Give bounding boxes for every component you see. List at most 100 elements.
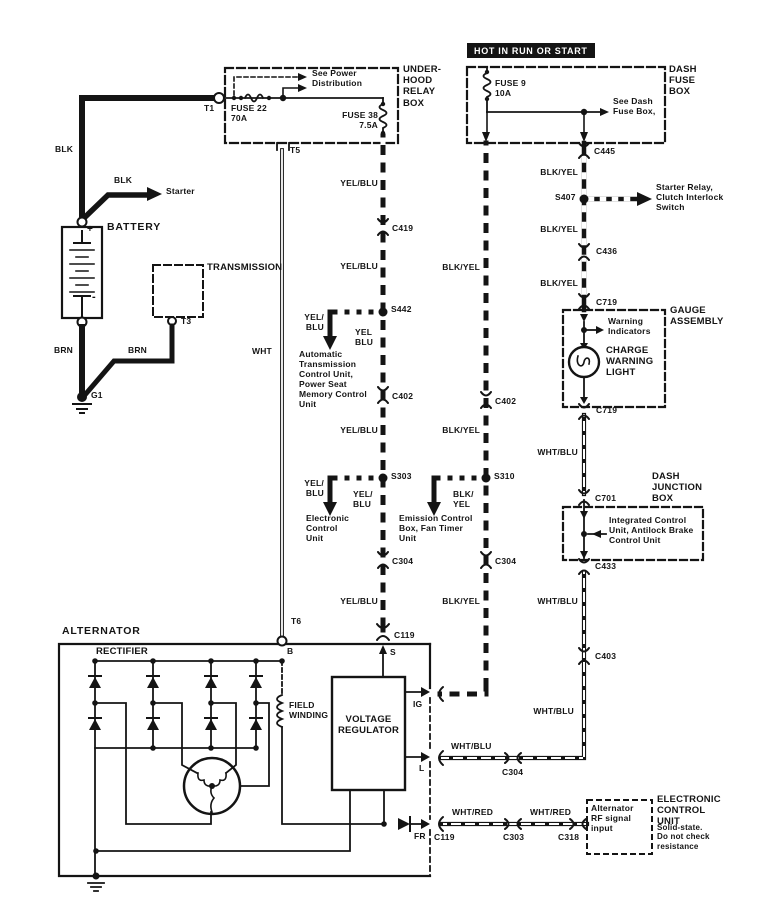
connector-c436: C436: [596, 246, 618, 256]
dash-junction-box: [561, 499, 705, 562]
connector-c304-l: C304: [502, 767, 524, 777]
connector-c719-top: C719: [596, 297, 618, 307]
gauge-assembly: [561, 308, 667, 409]
connector-c119-fr: C119: [434, 832, 455, 842]
wire-blk-starter: BLK: [114, 175, 133, 185]
wire-yelblu-cont2: YEL/ BLU: [353, 489, 373, 510]
connector-c304-d: C304: [495, 556, 517, 566]
battery-title: BATTERY: [107, 221, 162, 233]
terminal-t6: T6: [291, 616, 302, 626]
connector-c719-bottom: C719: [596, 405, 618, 415]
rectifier-label: RECTIFIER: [96, 646, 148, 657]
wire-blkyel-3: BLK/YEL: [442, 596, 480, 606]
terminal-t5: T5: [290, 145, 301, 155]
connector-c318: C318: [558, 832, 580, 842]
starter-note: Starter: [166, 186, 195, 196]
see-power-note: See Power Distribution: [312, 68, 363, 89]
splice-s303: S303: [391, 471, 412, 481]
wire-whtred-1: WHT/RED: [452, 807, 494, 817]
wire-right-3: BLK/YEL: [540, 278, 578, 288]
alternator-box: [57, 635, 432, 878]
emission-note: Emission Control Box, Fan Timer Unit: [399, 513, 473, 544]
connector-c304-c: C304: [392, 556, 414, 566]
dash-fuse-box-title: DASH FUSE BOX: [669, 64, 697, 98]
wire-blkyel-1: BLK/YEL: [442, 262, 480, 272]
ecu-rf-box: [586, 799, 653, 855]
connector-c402-c: C402: [392, 391, 414, 401]
stator: [94, 702, 270, 825]
wire-blkyel-branch: BLK/ YEL: [453, 489, 474, 510]
wire-brn-battery: BRN: [54, 345, 74, 355]
terminal-fr: FR: [414, 831, 426, 841]
wire-blk-feed: BLK: [55, 144, 74, 154]
wire-whtblu-l: WHT/BLU: [451, 741, 492, 751]
wire-yelblu-branch1: YEL/ BLU: [304, 312, 324, 333]
connectors-and-splices: [376, 142, 590, 832]
integrated-control-note: Integrated Control Unit, Antilock Brake …: [609, 515, 694, 546]
voltage-regulator: [87, 645, 430, 892]
charge-warning-light-label: CHARGE WARNING LIGHT: [606, 345, 654, 379]
warning-indicators-note: Warning Indicators: [608, 316, 651, 337]
right-column-whtblu: [439, 412, 587, 761]
transmission-title: TRANSMISSION: [207, 262, 283, 273]
wire-yelblu-4: YEL/BLU: [340, 596, 378, 606]
wire-yelblu-1: YEL/BLU: [340, 178, 378, 188]
terminal-t1: T1: [204, 103, 215, 113]
terminal-t3: T3: [181, 316, 192, 326]
ecu-title: ELECTRONIC CONTROL UNIT: [657, 794, 721, 828]
wire-right-6: WHT/BLU: [533, 706, 574, 716]
connector-c403: C403: [595, 651, 617, 661]
right-column-blkyel: [581, 140, 652, 313]
rf-signal-note: Alternator RF signal input: [591, 803, 634, 834]
wire-blkyel-2: BLK/YEL: [442, 425, 480, 435]
ecu-note: Electronic Control Unit: [306, 513, 350, 544]
connector-c119-top: C119: [394, 630, 415, 640]
battery-minus: -: [92, 291, 96, 303]
terminal-ig: IG: [413, 699, 423, 709]
wire-right-5: WHT/BLU: [537, 596, 578, 606]
splice-s442: S442: [391, 304, 412, 314]
connector-c433: C433: [595, 561, 617, 571]
wire-yelblu-branch2: YEL/ BLU: [304, 478, 324, 499]
battery-circuit: [60, 92, 225, 414]
ground-g1: G1: [91, 390, 103, 400]
connector-c419: C419: [392, 223, 414, 233]
voltage-regulator-label: VOLTAGE REGULATOR: [337, 714, 400, 737]
see-dash-note: See Dash Fuse Box,: [613, 96, 656, 117]
wire-right-1: BLK/YEL: [540, 167, 578, 177]
wire-wht: WHT: [252, 346, 272, 356]
connector-c402-d: C402: [495, 396, 517, 406]
battery-plus: +: [87, 224, 94, 235]
yelblu-column: [323, 133, 386, 633]
dash-fuse-box: [465, 65, 667, 145]
splice-s407: S407: [555, 192, 576, 202]
fuse9-label: FUSE 9 10A: [495, 78, 526, 99]
terminal-l: L: [419, 763, 425, 773]
fuse38-label: FUSE 38 7.5A: [342, 110, 378, 131]
alternator-title: ALTERNATOR: [62, 625, 141, 637]
connector-c445: C445: [594, 146, 616, 156]
wire-whtred-2: WHT/RED: [530, 807, 572, 817]
field-winding-label: FIELD WINDING: [289, 700, 329, 721]
atcu-note: Automatic Transmission Control Unit, Pow…: [299, 349, 367, 410]
connector-c303: C303: [503, 832, 525, 842]
wire-yelblu-3: YEL/BLU: [340, 425, 378, 435]
terminal-s: S: [390, 647, 396, 657]
splice-s310: S310: [494, 471, 515, 481]
starter-relay-note: Starter Relay, Clutch Interlock Switch: [656, 182, 724, 213]
terminal-b: B: [287, 646, 294, 656]
relay-box-title: UNDER- HOOD RELAY BOX: [403, 64, 442, 109]
junction-box-title: DASH JUNCTION BOX: [652, 471, 703, 505]
wire-right-4: WHT/BLU: [537, 447, 578, 457]
wire-right-2: BLK/YEL: [540, 224, 578, 234]
hot-in-run-banner: HOT IN RUN OR START: [467, 43, 595, 58]
fuse22-label: FUSE 22 70A: [231, 103, 267, 124]
ecu-resistance-note: Solid-state. Do not check resistance: [657, 823, 710, 851]
blkyel-column: [427, 140, 489, 697]
wire-yelblu-cont1: YEL BLU: [355, 327, 374, 348]
wire-brn-transmission: BRN: [128, 345, 148, 355]
wire-yelblu-2: YEL/BLU: [340, 261, 378, 271]
connector-c701: C701: [595, 493, 617, 503]
